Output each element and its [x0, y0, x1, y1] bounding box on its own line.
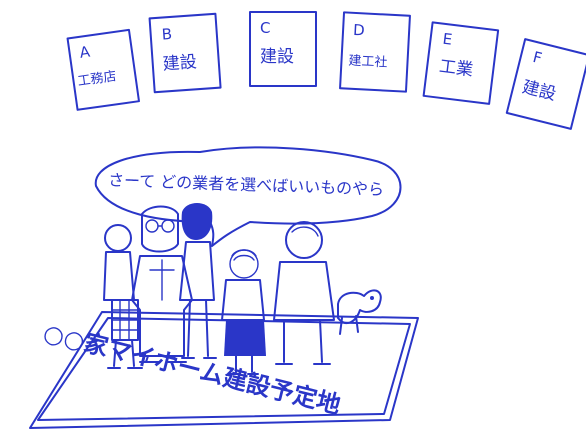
card-a-letter: A [78, 43, 91, 62]
card-a: A 工務店 [66, 28, 140, 111]
card-e-name: 工業 [438, 57, 474, 81]
card-f-letter: F [531, 48, 544, 68]
card-c-name: 建設 [260, 47, 294, 67]
site-sign-text: ○○家マイホーム建設予定地 [40, 318, 343, 419]
card-b-name: 建設 [162, 52, 197, 74]
card-f: F 建設 [505, 38, 586, 130]
card-e: E 工業 [422, 21, 500, 105]
card-f-name: 建設 [520, 77, 558, 105]
speech-bubble-text: さーて どの業者を選べばいいものやら [108, 170, 385, 199]
woman-figure [179, 203, 217, 359]
card-b-letter: B [161, 25, 173, 44]
card-d: D 建工社 [339, 11, 411, 93]
card-c: C 建設 [249, 11, 317, 87]
card-b: B 建設 [148, 12, 222, 94]
grandmother-figure [221, 249, 266, 375]
card-c-letter: C [260, 19, 270, 37]
card-d-name: 建工社 [348, 53, 388, 71]
grandfather-figure [273, 221, 335, 365]
child-figure [103, 224, 143, 369]
family-group [103, 203, 382, 375]
card-a-name: 工務店 [77, 69, 118, 89]
building-lot: ○○家マイホーム建設予定地 [29, 311, 419, 429]
card-e-letter: E [442, 30, 454, 49]
card-d-letter: D [353, 21, 365, 40]
dog-figure [337, 289, 382, 335]
father-figure [131, 205, 193, 363]
